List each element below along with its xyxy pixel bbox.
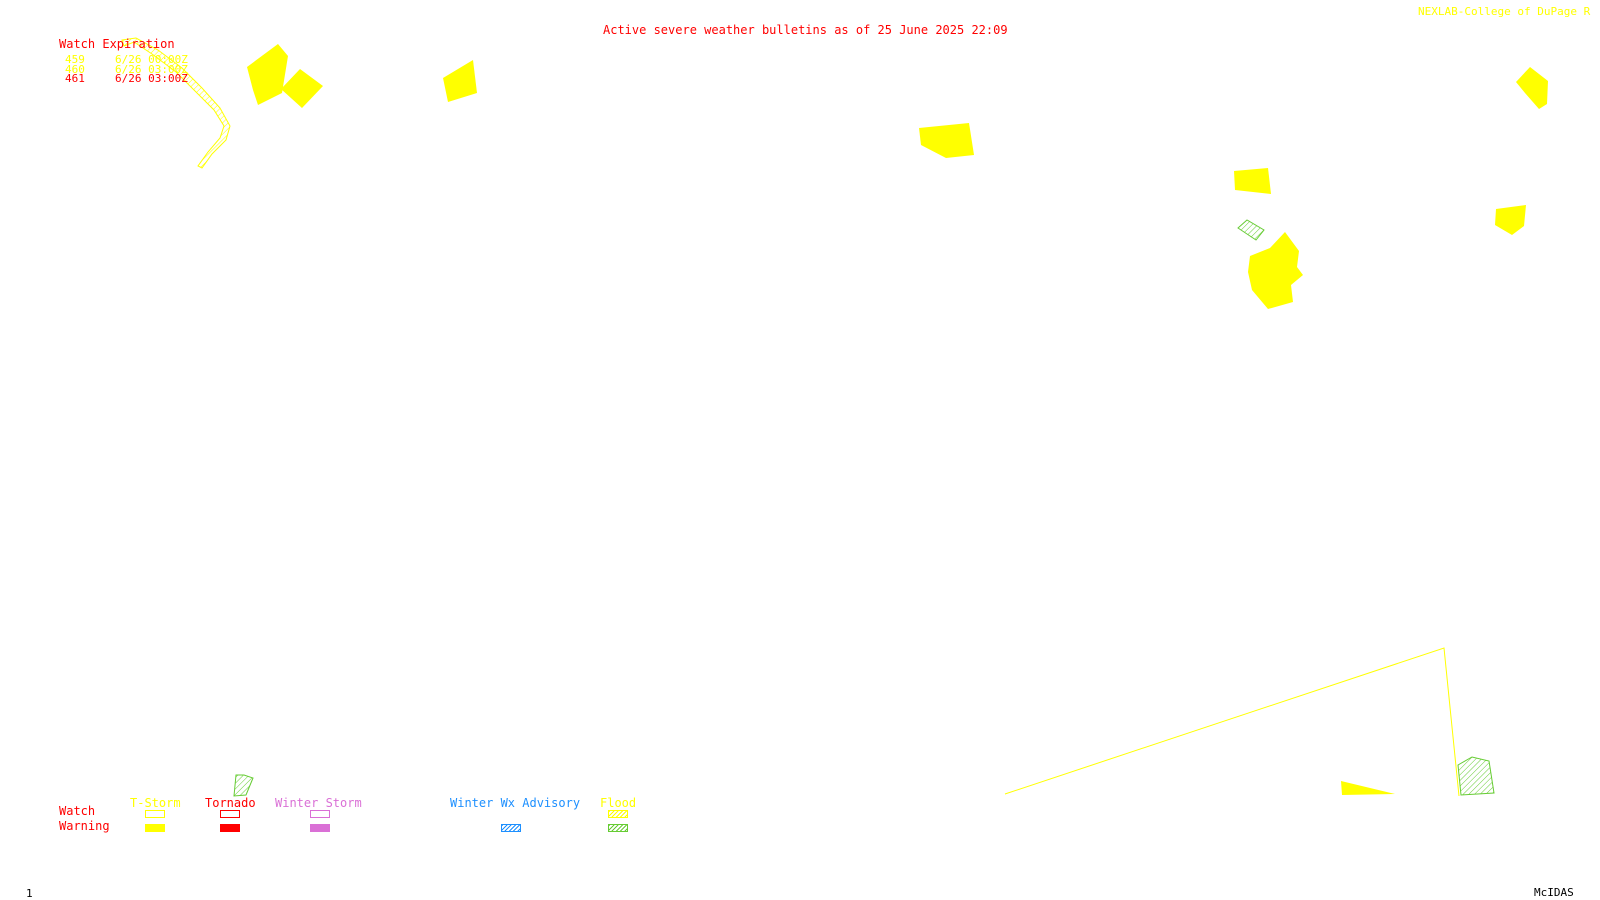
legend-swatch-tstorm-watch — [145, 810, 165, 818]
watch-expiry-time: 6/26 03:00Z — [115, 72, 188, 85]
tstorm-warning-polygon-southeast — [1341, 781, 1395, 795]
legend-swatch-winter-storm-watch — [310, 810, 330, 818]
tstorm-warning-polygon-northwest-1 — [247, 44, 288, 105]
tstorm-warning-polygon-northwest-2 — [281, 69, 323, 108]
flood-warning-polygon-east — [1237, 219, 1265, 241]
tstorm-warning-polygon-northeast — [1516, 67, 1548, 109]
tstorm-warning-polygon-central — [919, 123, 974, 158]
watch-number: 460 — [65, 63, 85, 76]
watch-expiration-row: 460 6/26 03:00Z — [65, 64, 188, 75]
legend-title-flood: Flood — [600, 796, 637, 810]
watch-expiration-row: 461 6/26 03:00Z — [65, 73, 188, 84]
legend-title-tstorm: T-Storm — [130, 796, 181, 810]
watch-expiration-row: 459 6/26 00:00Z — [65, 54, 188, 65]
legend-title-tornado: Tornado — [205, 796, 256, 810]
frame-number: 1 — [26, 887, 33, 900]
legend-row-label-warning: Warning — [59, 819, 110, 833]
legend-title-winter-wx-advisory: Winter Wx Advisory — [450, 796, 581, 810]
flood-warning-polygon-southeast — [1457, 756, 1495, 796]
tstorm-watch-outline-southeast — [1004, 647, 1460, 797]
watch-expiry-time: 6/26 03:00Z — [115, 63, 188, 76]
legend-swatch-tornado-watch — [220, 810, 240, 818]
legend-swatch-winter-storm-warning — [310, 824, 330, 832]
tstorm-warning-polygon-far-east — [1495, 205, 1526, 235]
source-credit: NEXLAB-College of DuPage R — [1418, 5, 1591, 18]
tstorm-warning-polygon-east-1 — [1234, 168, 1271, 194]
tstorm-warning-polygon-east-cluster — [1248, 232, 1303, 309]
legend-swatch-winter-wx-advisory — [501, 824, 521, 832]
watch-expiration-heading: Watch Expiration — [59, 37, 175, 51]
bulletin-title: Active severe weather bulletins as of 25… — [603, 23, 1008, 37]
tstorm-warning-polygon-north-central — [443, 60, 477, 102]
watch-number: 461 — [65, 72, 85, 85]
legend-row-label-watch: Watch — [59, 804, 96, 818]
watch-number: 459 — [65, 53, 85, 66]
flood-warning-polygon-southwest — [233, 774, 254, 797]
legend-swatch-tornado-warning — [220, 824, 240, 832]
legend-title-winter-storm: Winter Storm — [275, 796, 362, 810]
legend-swatch-flood-watch — [608, 810, 628, 818]
watch-expiry-time: 6/26 00:00Z — [115, 53, 188, 66]
flood-watch-river-northwest — [121, 37, 231, 169]
software-label: McIDAS — [1534, 886, 1574, 899]
legend-swatch-tstorm-warning — [145, 824, 165, 832]
legend-swatch-flood-warning — [608, 824, 628, 832]
